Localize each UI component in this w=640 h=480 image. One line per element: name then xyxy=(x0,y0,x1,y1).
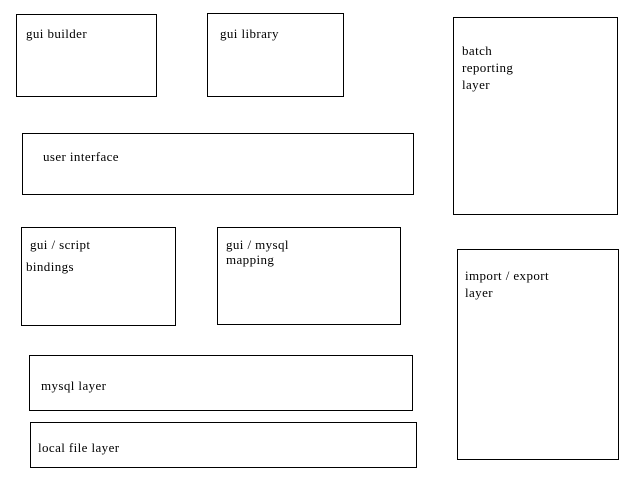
box-label: gui builder xyxy=(26,26,88,41)
box-label: layer xyxy=(462,77,490,92)
diagram-box-gui-mysql-mapping: gui / mysql mapping xyxy=(217,227,401,325)
box-label: gui library xyxy=(220,26,279,41)
box-label: mysql layer xyxy=(41,378,107,393)
diagram-box-batch-reporting-layer: batch reporting layer xyxy=(453,17,618,215)
box-label: import / export xyxy=(465,268,549,283)
box-label: bindings xyxy=(26,259,74,274)
diagram-box-gui-library: gui library xyxy=(207,13,344,97)
box-label: gui / mysql xyxy=(226,237,289,252)
diagram-box-gui-script-bindings: gui / script bindings xyxy=(21,227,176,326)
box-label: layer xyxy=(465,285,493,300)
diagram-box-mysql-layer: mysql layer xyxy=(29,355,413,411)
box-label: user interface xyxy=(43,149,119,164)
box-label: gui / script xyxy=(30,237,91,252)
diagram-box-gui-builder: gui builder xyxy=(16,14,157,97)
box-label: batch xyxy=(462,43,493,58)
box-label: mapping xyxy=(226,252,275,267)
diagram-box-local-file-layer: local file layer xyxy=(30,422,417,468)
diagram-box-import-export-layer: import / export layer xyxy=(457,249,619,460)
diagram-box-user-interface: user interface xyxy=(22,133,414,195)
box-label: reporting xyxy=(462,60,514,75)
box-label: local file layer xyxy=(38,440,120,455)
